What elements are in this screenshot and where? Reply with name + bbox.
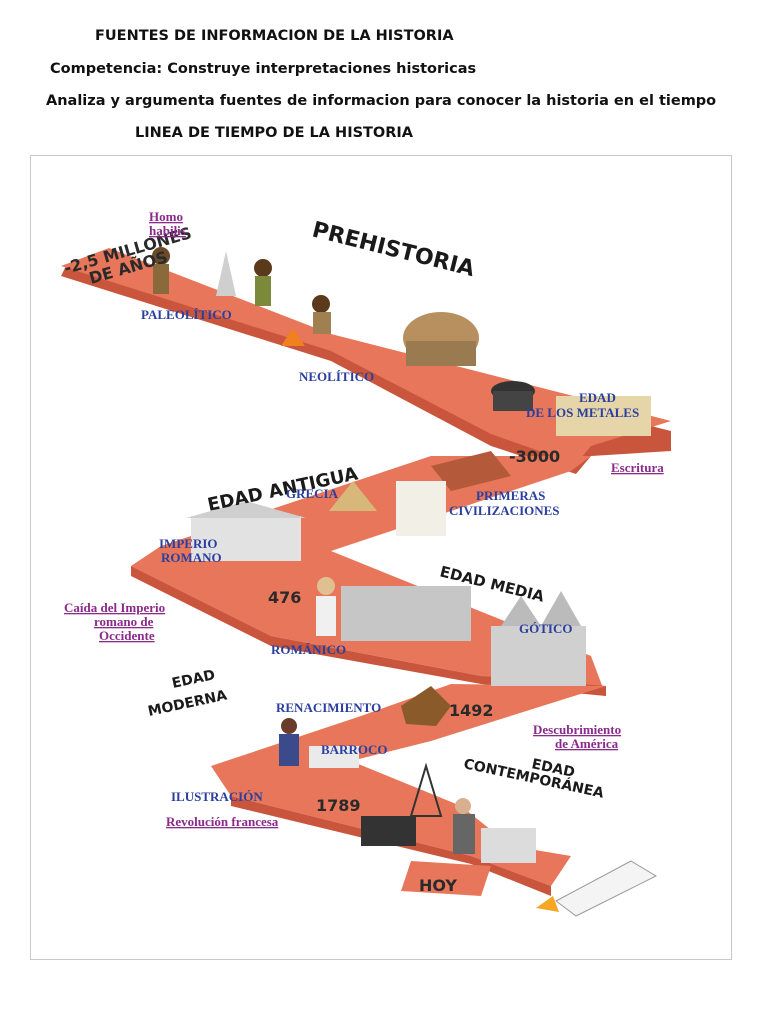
period-romanico: ROMÁNICO bbox=[271, 642, 346, 657]
medieval-figures-icon bbox=[316, 577, 586, 686]
era-prehistoria: PREHISTORIA bbox=[310, 218, 478, 283]
event-escritura: Escritura bbox=[611, 460, 664, 475]
era-edad-moderna-2: MODERNA bbox=[147, 688, 229, 720]
prehistory-figures-icon bbox=[152, 247, 651, 436]
event-revolucion: Revolución francesa bbox=[166, 814, 279, 829]
event-caida-1: Caída del Imperio bbox=[64, 600, 165, 615]
event-caida-3: Occidente bbox=[99, 628, 155, 643]
timeline-illustration: PREHISTORIA EDAD ANTIGUA EDAD MEDIA EDAD… bbox=[30, 155, 732, 960]
event-descubrimiento-1: Descubrimiento bbox=[533, 722, 621, 737]
period-imperio-romano-1: IMPERIO bbox=[159, 536, 218, 551]
period-barroco: BARROCO bbox=[321, 742, 387, 757]
contemporary-figures-icon bbox=[361, 762, 658, 917]
event-caida-2: romano de bbox=[94, 614, 154, 629]
period-imperio-romano-2: ROMANO bbox=[161, 550, 222, 565]
timeline-subtitle: LINEA DE TIEMPO DE LA HISTORIA bbox=[135, 125, 414, 141]
period-ilustracion: ILUSTRACIÓN bbox=[171, 789, 263, 804]
date-3000: -3000 bbox=[509, 447, 560, 466]
competencia-line: Competencia: Construye interpretaciones … bbox=[50, 61, 477, 77]
modern-figures-icon bbox=[279, 686, 451, 768]
date-hoy: HOY bbox=[419, 876, 457, 895]
event-homo-habilis-1: Homo bbox=[149, 209, 183, 224]
document-title: FUENTES DE INFORMACION DE LA HISTORIA bbox=[95, 28, 454, 44]
event-descubrimiento-2: de América bbox=[555, 736, 619, 751]
capacidad-line: Analiza y argumenta fuentes de informaci… bbox=[46, 93, 717, 109]
era-edad-moderna-1: EDAD bbox=[171, 667, 217, 692]
period-edad-metales-1: EDAD bbox=[579, 390, 616, 405]
period-gotico: GÓTICO bbox=[519, 621, 572, 636]
period-primeras-civ-2: CIVILIZACIONES bbox=[449, 503, 560, 518]
timeline-path bbox=[61, 248, 671, 896]
period-paleolitico: PALEOLÍTICO bbox=[141, 307, 232, 322]
period-primeras-civ-1: PRIMERAS bbox=[476, 488, 545, 503]
ancient-figures-icon bbox=[186, 451, 511, 561]
period-grecia: GRECIA bbox=[286, 486, 339, 501]
date-1789: 1789 bbox=[316, 796, 361, 815]
date-1492: 1492 bbox=[449, 701, 494, 720]
timeline-diagram: PREHISTORIA EDAD ANTIGUA EDAD MEDIA EDAD… bbox=[61, 209, 671, 917]
date-476: 476 bbox=[268, 588, 301, 607]
event-homo-habilis-2: habilis bbox=[149, 223, 186, 238]
period-neolitico: NEOLÍTICO bbox=[299, 369, 374, 384]
period-edad-metales-2: DE LOS METALES bbox=[526, 405, 639, 420]
period-renacimiento: RENACIMIENTO bbox=[276, 700, 381, 715]
